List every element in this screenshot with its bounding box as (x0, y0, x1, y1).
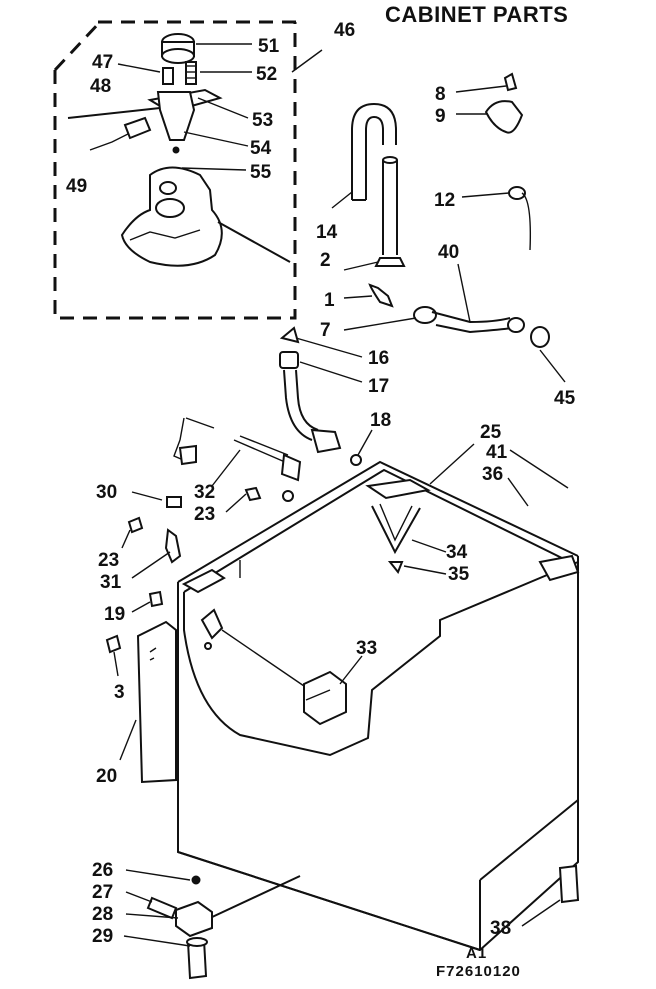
callout-35: 35 (448, 564, 470, 585)
callout-8: 8 (435, 84, 446, 105)
callout-labels: 46 47 48 49 51 52 53 54 55 8 9 12 14 40 … (66, 20, 576, 947)
callout-19: 19 (104, 604, 125, 625)
callout-40: 40 (438, 242, 459, 263)
callout-17: 17 (368, 376, 389, 397)
callout-33: 33 (356, 638, 377, 659)
inset-box (53, 20, 300, 320)
callout-36: 36 (482, 464, 503, 485)
callout-18: 18 (370, 410, 391, 431)
footer-code-number: F72610120 (436, 963, 521, 980)
callout-46: 46 (334, 20, 355, 41)
callout-34: 34 (446, 542, 468, 563)
callout-12: 12 (434, 190, 455, 211)
callout-47: 47 (92, 52, 113, 73)
callout-1: 1 (324, 290, 335, 311)
callout-2: 2 (320, 250, 331, 271)
callout-14: 14 (316, 222, 338, 243)
callout-32: 32 (194, 482, 215, 503)
fill-hose-and-valve-parts (105, 326, 362, 654)
callout-48: 48 (90, 76, 111, 97)
callout-29: 29 (92, 926, 113, 947)
callout-52: 52 (256, 64, 277, 85)
callout-26: 26 (92, 860, 113, 881)
footer-code-a1: A1 (466, 945, 487, 962)
callout-20: 20 (96, 766, 117, 787)
callout-31: 31 (100, 572, 122, 593)
callout-51: 51 (258, 36, 280, 57)
callout-45: 45 (554, 388, 576, 409)
callout-3: 3 (114, 682, 125, 703)
callout-41: 41 (486, 442, 508, 463)
cabinet-body (136, 460, 580, 980)
drain-hose-parts (351, 72, 550, 348)
callout-38: 38 (490, 918, 511, 939)
callout-23-upper: 23 (194, 504, 215, 525)
callout-28: 28 (92, 904, 113, 925)
callout-30: 30 (96, 482, 117, 503)
callout-25: 25 (480, 422, 502, 443)
callout-55: 55 (250, 162, 272, 183)
diagram-title: CABINET PARTS (385, 2, 568, 27)
callout-49: 49 (66, 176, 87, 197)
callout-16: 16 (368, 348, 389, 369)
callout-7: 7 (320, 320, 331, 341)
callout-27: 27 (92, 882, 113, 903)
callout-9: 9 (435, 106, 446, 127)
leader-lines (113, 43, 569, 947)
callout-53: 53 (252, 110, 273, 131)
pump-assembly (67, 33, 291, 267)
callout-54: 54 (250, 138, 272, 159)
callout-23-lower: 23 (98, 550, 119, 571)
